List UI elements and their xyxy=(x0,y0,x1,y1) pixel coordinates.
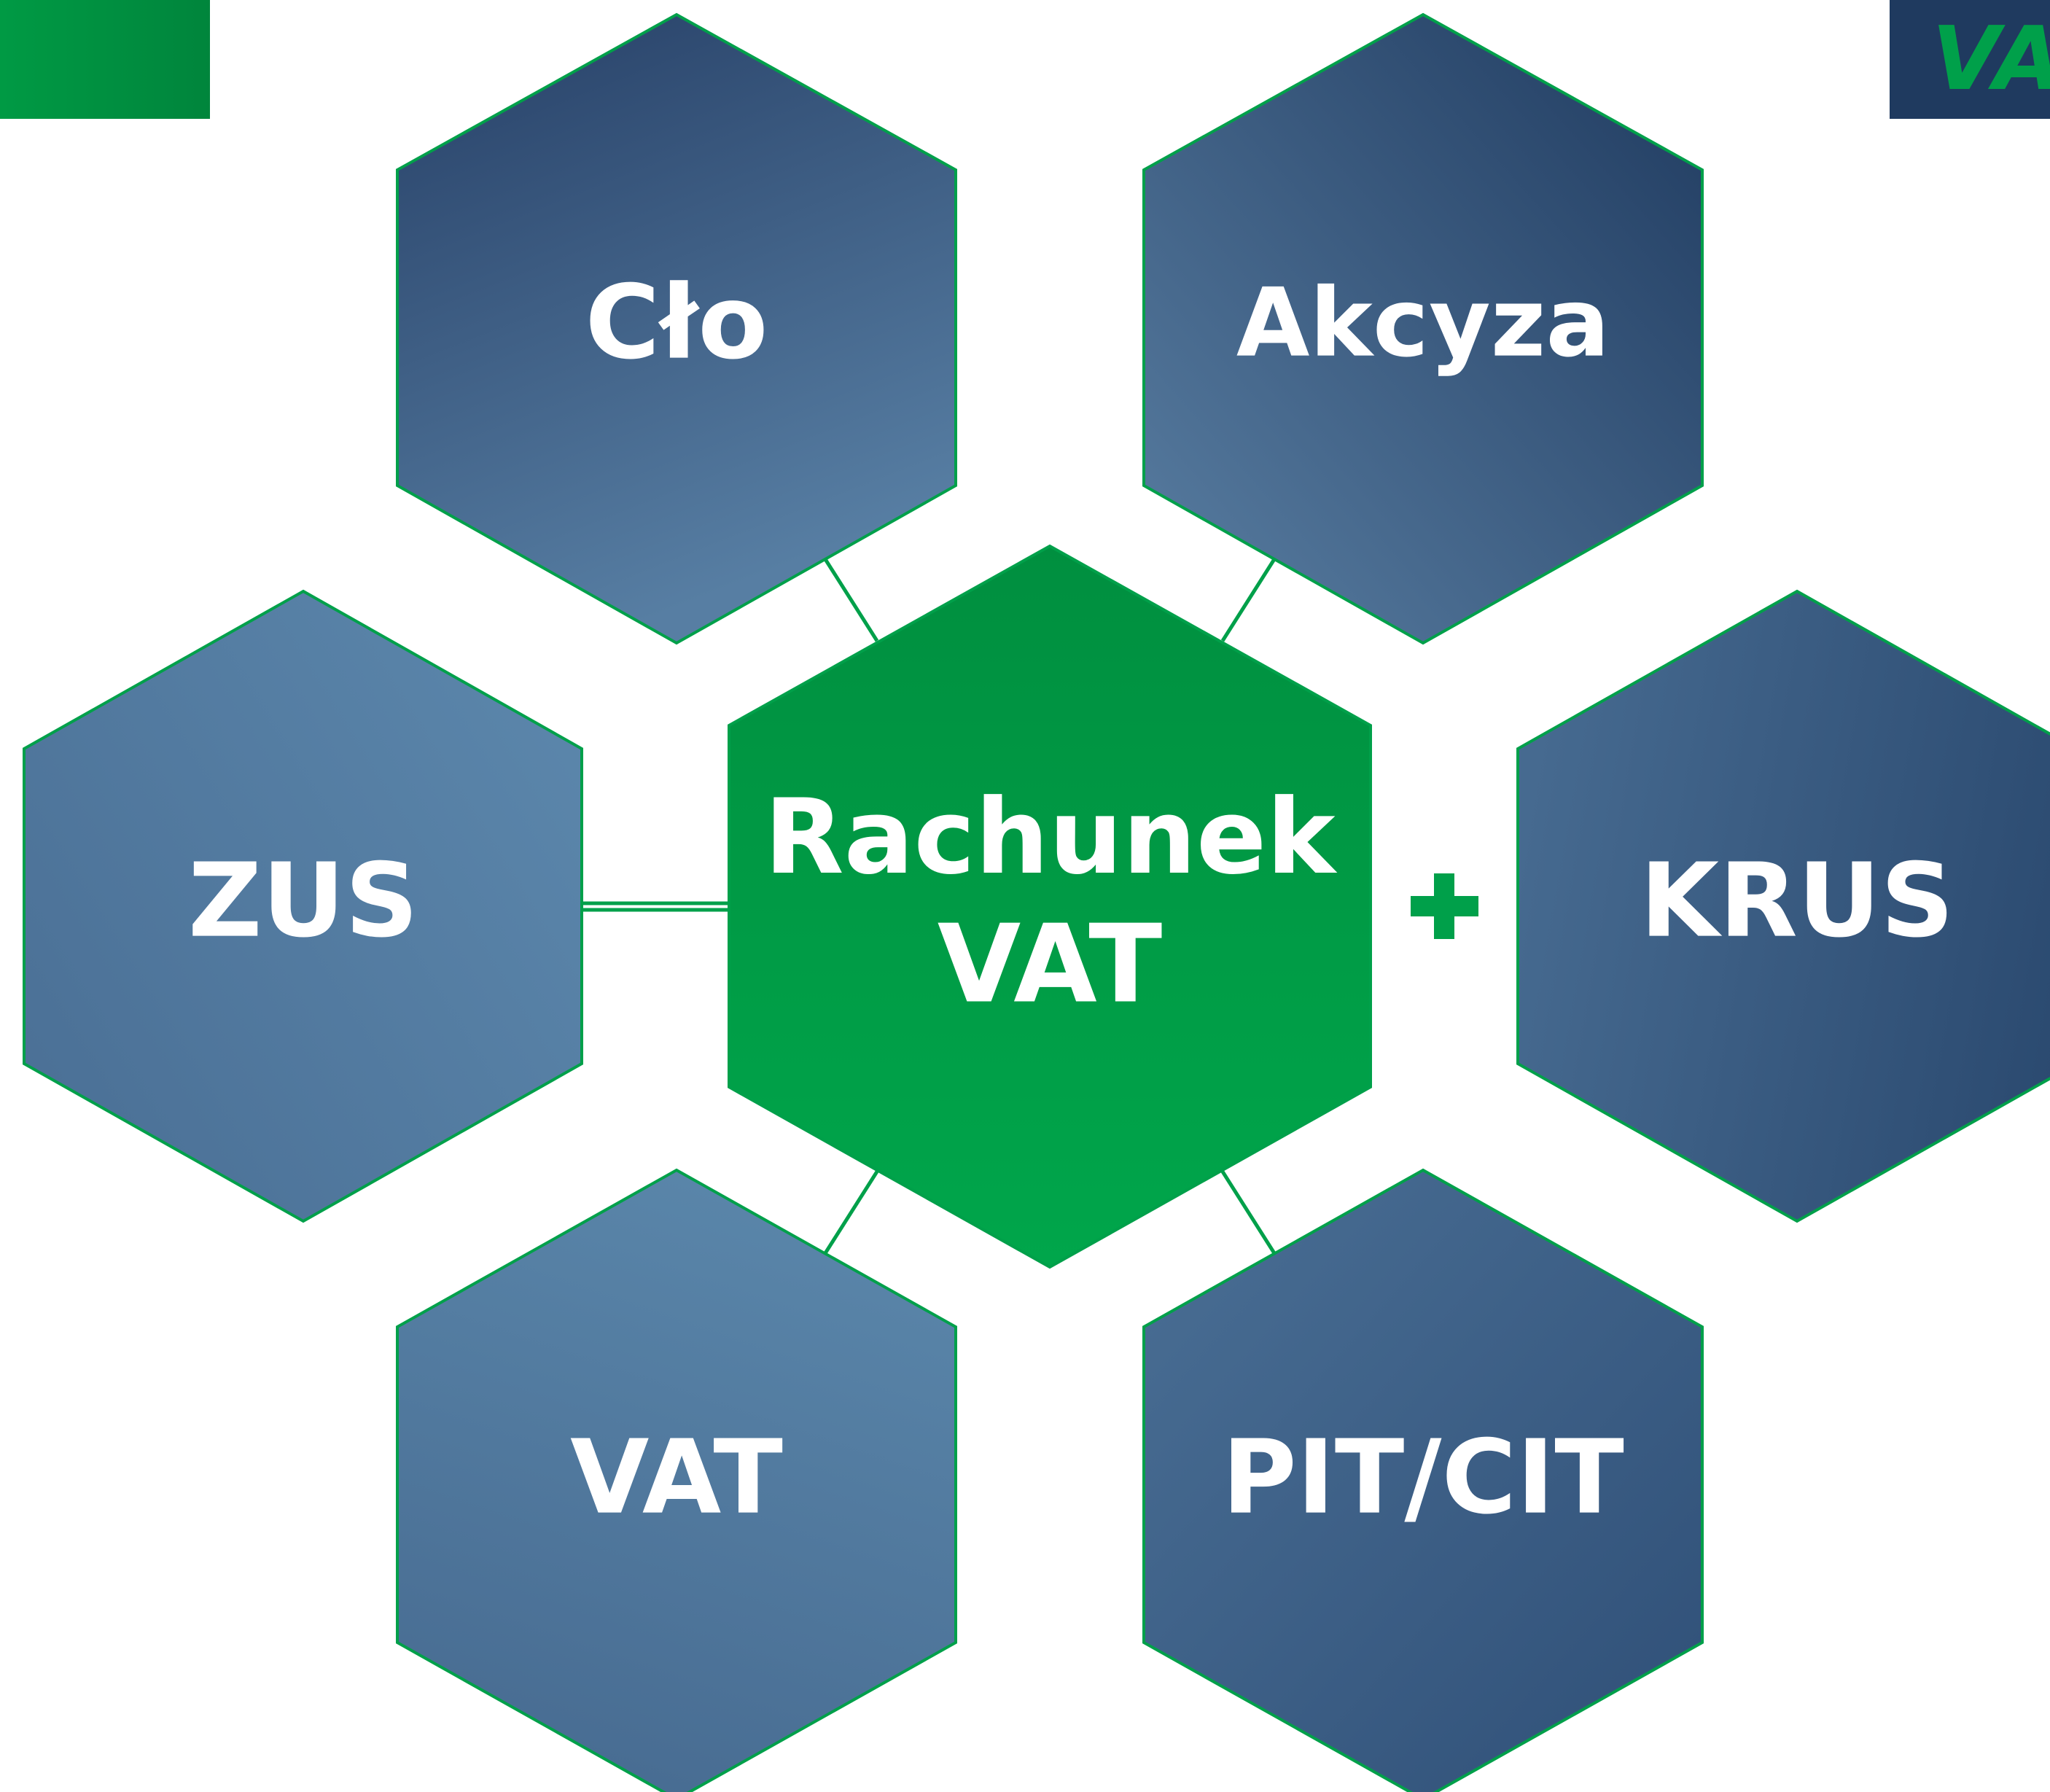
connector-pit-cit xyxy=(1220,1170,1277,1255)
hexagon-krus xyxy=(1516,589,2050,1223)
center-label-line1: Rachunek xyxy=(764,777,1338,897)
hexagon-pit-cit xyxy=(1142,1168,1704,1792)
connector-clo xyxy=(823,558,879,642)
node-akcyza: Akcyza xyxy=(1142,12,1704,645)
corner-badge-background xyxy=(1890,0,2050,119)
node-center: Rachunek VAT xyxy=(728,544,1372,1269)
corner-badge: VA xyxy=(1890,0,2050,119)
node-pit-cit: PIT/CIT xyxy=(1142,1168,1704,1792)
node-zus: ZUS xyxy=(23,589,583,1223)
node-krus: KRUS xyxy=(1516,589,2050,1223)
center-label-line2: VAT xyxy=(938,902,1163,1027)
label-pit-cit: PIT/CIT xyxy=(1222,1419,1624,1538)
plus-icon xyxy=(1411,873,1478,939)
hexagon-center xyxy=(728,544,1372,1269)
connectors xyxy=(582,558,1277,1255)
hexagon-vat xyxy=(396,1168,957,1792)
connector-vat xyxy=(823,1170,879,1255)
label-akcyza: Akcyza xyxy=(1236,268,1610,378)
node-clo: Cło xyxy=(396,12,957,645)
hexagon-zus xyxy=(23,589,583,1223)
label-vat: VAT xyxy=(570,1419,783,1538)
corner-badge-text: VA xyxy=(1932,9,2050,110)
hexagon-akcyza xyxy=(1142,12,1704,645)
node-vat: VAT xyxy=(396,1168,957,1792)
hexagon-clo xyxy=(396,12,957,645)
label-krus: KRUS xyxy=(1640,842,1954,961)
connector-akcyza xyxy=(1220,558,1277,642)
corner-green-block xyxy=(0,0,210,119)
label-clo: Cło xyxy=(585,264,768,383)
label-zus: ZUS xyxy=(188,842,418,961)
